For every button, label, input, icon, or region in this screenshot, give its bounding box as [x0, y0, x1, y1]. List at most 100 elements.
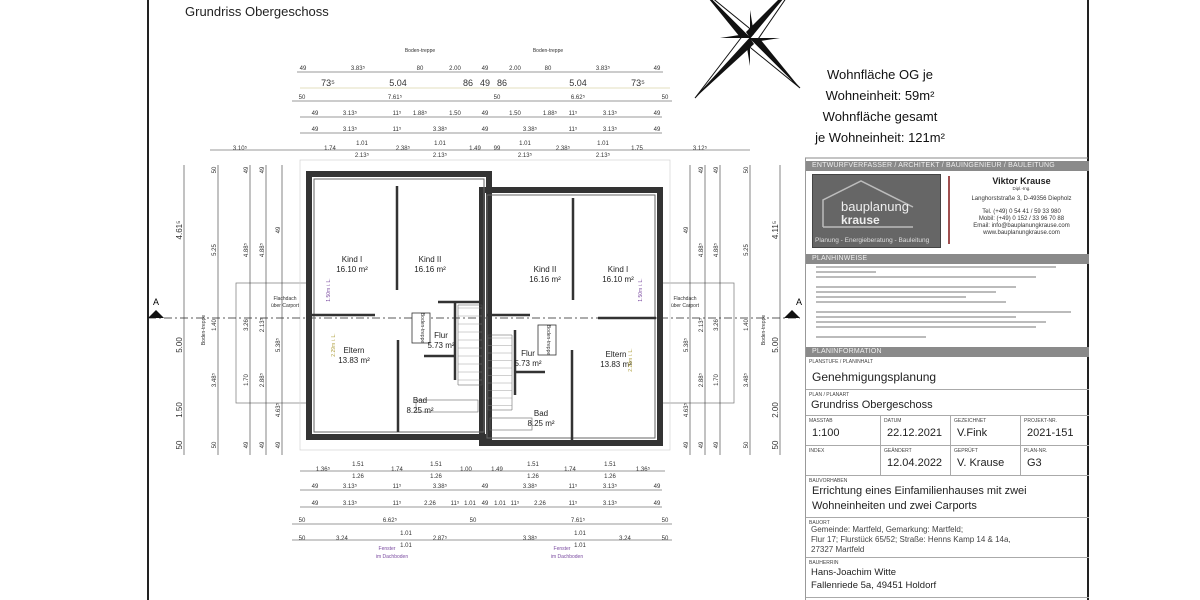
dimension-label: 1.49 — [491, 467, 503, 473]
geaendert-cell: GEÄNDERT 12.04.2022 — [881, 446, 951, 476]
dimension-label: 2.13⁵ — [518, 152, 533, 159]
bauort-cell: BAUORT Gemeinde: Martfeld, Gemarkung: Ma… — [806, 518, 1089, 558]
dimension-label: 1.88⁵ — [543, 110, 558, 117]
room-name: Kind I — [342, 255, 362, 264]
dimension-label: 3.24 — [336, 536, 348, 542]
house-outline-icon — [822, 180, 914, 228]
dimension-label: 2.38⁵ — [396, 145, 411, 152]
geaendert-value: 12.04.2022 — [887, 457, 943, 469]
dimension-label: 2.26 — [534, 501, 546, 507]
flachdach-label-left-2: über Carport — [271, 303, 300, 309]
room-name: Bad — [534, 409, 548, 418]
architect-degree: Dipl.-Ing. — [1012, 186, 1031, 191]
dimension-label: 1.70 — [244, 374, 250, 386]
dimension-label: 50 — [771, 440, 780, 449]
room-name: Eltern — [606, 350, 627, 359]
dimension-label: 50 — [744, 441, 750, 448]
dimension-label: 49 — [244, 441, 250, 448]
fenster-note-left-2: im Dachboden — [376, 554, 408, 560]
room-name: Eltern — [344, 346, 365, 355]
dimension-label: 1.01 — [400, 543, 412, 549]
dimension-label: 1.01 — [434, 141, 446, 147]
dimension-label: 2.13⁵ — [596, 152, 611, 159]
note-line — [816, 286, 1016, 288]
dimension-label: 3.83⁵ — [351, 65, 366, 72]
area-note-line: Wohneinheit: 59m² — [825, 88, 935, 103]
room-area: 13.83 m² — [338, 356, 370, 365]
dimension-label: 3.13⁵ — [603, 500, 618, 507]
dimension-label: 11⁵ — [511, 500, 520, 507]
dimension-label: 50 — [662, 518, 669, 524]
masstab-value: 1:100 — [812, 427, 840, 439]
dimension-label: 49 — [482, 111, 489, 117]
dimension-label: 2.26 — [424, 501, 436, 507]
dimension-label: 49 — [482, 127, 489, 133]
dimension-label: 1.26 — [430, 474, 442, 480]
architect-email[interactable]: Email: info@bauplanungkrause.com — [973, 223, 1070, 229]
section-label-left: A — [153, 297, 159, 307]
dimension-label: 1.01 — [597, 141, 609, 147]
masstab-cell: MASSTAB 1:100 — [806, 416, 881, 446]
bauherr-cell: BAUHERRIN Hans-Joachim Witte Fallenriede… — [806, 558, 1089, 598]
dimension-label: 4.11⁵ — [771, 221, 780, 239]
note-line — [816, 301, 1006, 303]
architect-header: ENTWURFVERFASSER / ARCHITEKT / BAUINGENI… — [806, 161, 1089, 171]
accent-divider — [948, 176, 950, 244]
dimension-label: 2.13⁵ — [433, 152, 448, 159]
dimension-label: 49 — [684, 226, 690, 233]
room-name: Kind I — [608, 265, 628, 274]
title-block: ENTWURFVERFASSER / ARCHITEKT / BAUINGENI… — [805, 158, 1089, 600]
room-name: Kind II — [534, 265, 557, 274]
dimension-label: 11⁵ — [569, 483, 578, 490]
architect-website[interactable]: www.bauplanungkrause.com — [983, 230, 1060, 236]
note-line — [816, 266, 1056, 268]
field-label: GEÄNDERT — [884, 448, 912, 454]
dimension-label: 5.38⁵ — [683, 337, 690, 352]
note-line — [816, 291, 996, 293]
dimension-label: 3.38⁵ — [523, 126, 538, 133]
bodentreppe-label-side-left: Boden-treppe — [201, 315, 207, 346]
plan-notes-text — [816, 266, 1076, 344]
room-area: 16.10 m² — [602, 275, 634, 284]
field-label: INDEX — [809, 448, 825, 454]
dimension-label: 11⁵ — [393, 483, 402, 490]
logo-tagline: Planung - Energieberatung - Bauleitung — [815, 237, 930, 244]
dimension-label: 49 — [684, 441, 690, 448]
note-line — [816, 271, 876, 273]
dimension-label: 1.01 — [574, 543, 586, 549]
dimension-label: 49 — [276, 226, 282, 233]
dimension-label: 50 — [212, 441, 218, 448]
section-arrow-icon — [148, 310, 164, 318]
field-label: MASSTAB — [809, 418, 833, 424]
bauvorhaben-cell: BAUVORHABEN Errichtung eines Einfamilien… — [806, 476, 1089, 518]
ground-floor-ghost — [299, 159, 671, 451]
dimension-label: 49 — [482, 501, 489, 507]
dimension-label: 50 — [299, 95, 306, 101]
bodentreppe-label-top-left: Boden-treppe — [405, 48, 436, 54]
room-name: Bad — [413, 396, 427, 405]
area-note-line: Wohnfläche gesamt — [822, 109, 938, 124]
dimension-label: 1.36⁵ — [636, 466, 651, 473]
dimension-label: 2.00 — [771, 402, 780, 418]
logo-text: bauplanung — [841, 199, 909, 214]
dimension-label: 1.26 — [604, 474, 616, 480]
datum-value: 22.12.2021 — [887, 427, 943, 439]
dimension-label: 1.36⁵ — [316, 466, 331, 473]
dimension-label: 6.62⁵ — [383, 517, 398, 524]
dimension-label: 11⁵ — [569, 110, 578, 117]
bauort-line: Gemeinde: Martfeld, Gemarkung: Martfeld; — [811, 525, 964, 534]
planart-value: Grundriss Obergeschoss — [811, 399, 933, 411]
dimension-label: 49 — [699, 166, 705, 173]
dimension-label: 11⁵ — [393, 126, 402, 133]
dimension-label: 5.04 — [389, 78, 407, 88]
dimension-label: 3.13⁵ — [343, 500, 358, 507]
architect-phone: Tel. (+49) 0 54 41 / 59 33 980 — [982, 209, 1061, 215]
projekt-cell: PROJEKT-NR.2021-151 — [1021, 416, 1089, 446]
drawing-title: Grundriss Obergeschoss — [185, 4, 329, 19]
dimension-label: 1.26 — [352, 474, 364, 480]
dimension-label: 2.00 — [509, 66, 521, 72]
bauvorhaben-line: Wohneinheiten und zwei Carports — [812, 500, 977, 512]
dimension-label: 49 — [244, 166, 250, 173]
bauort-line: 27327 Martfeld — [811, 545, 865, 554]
